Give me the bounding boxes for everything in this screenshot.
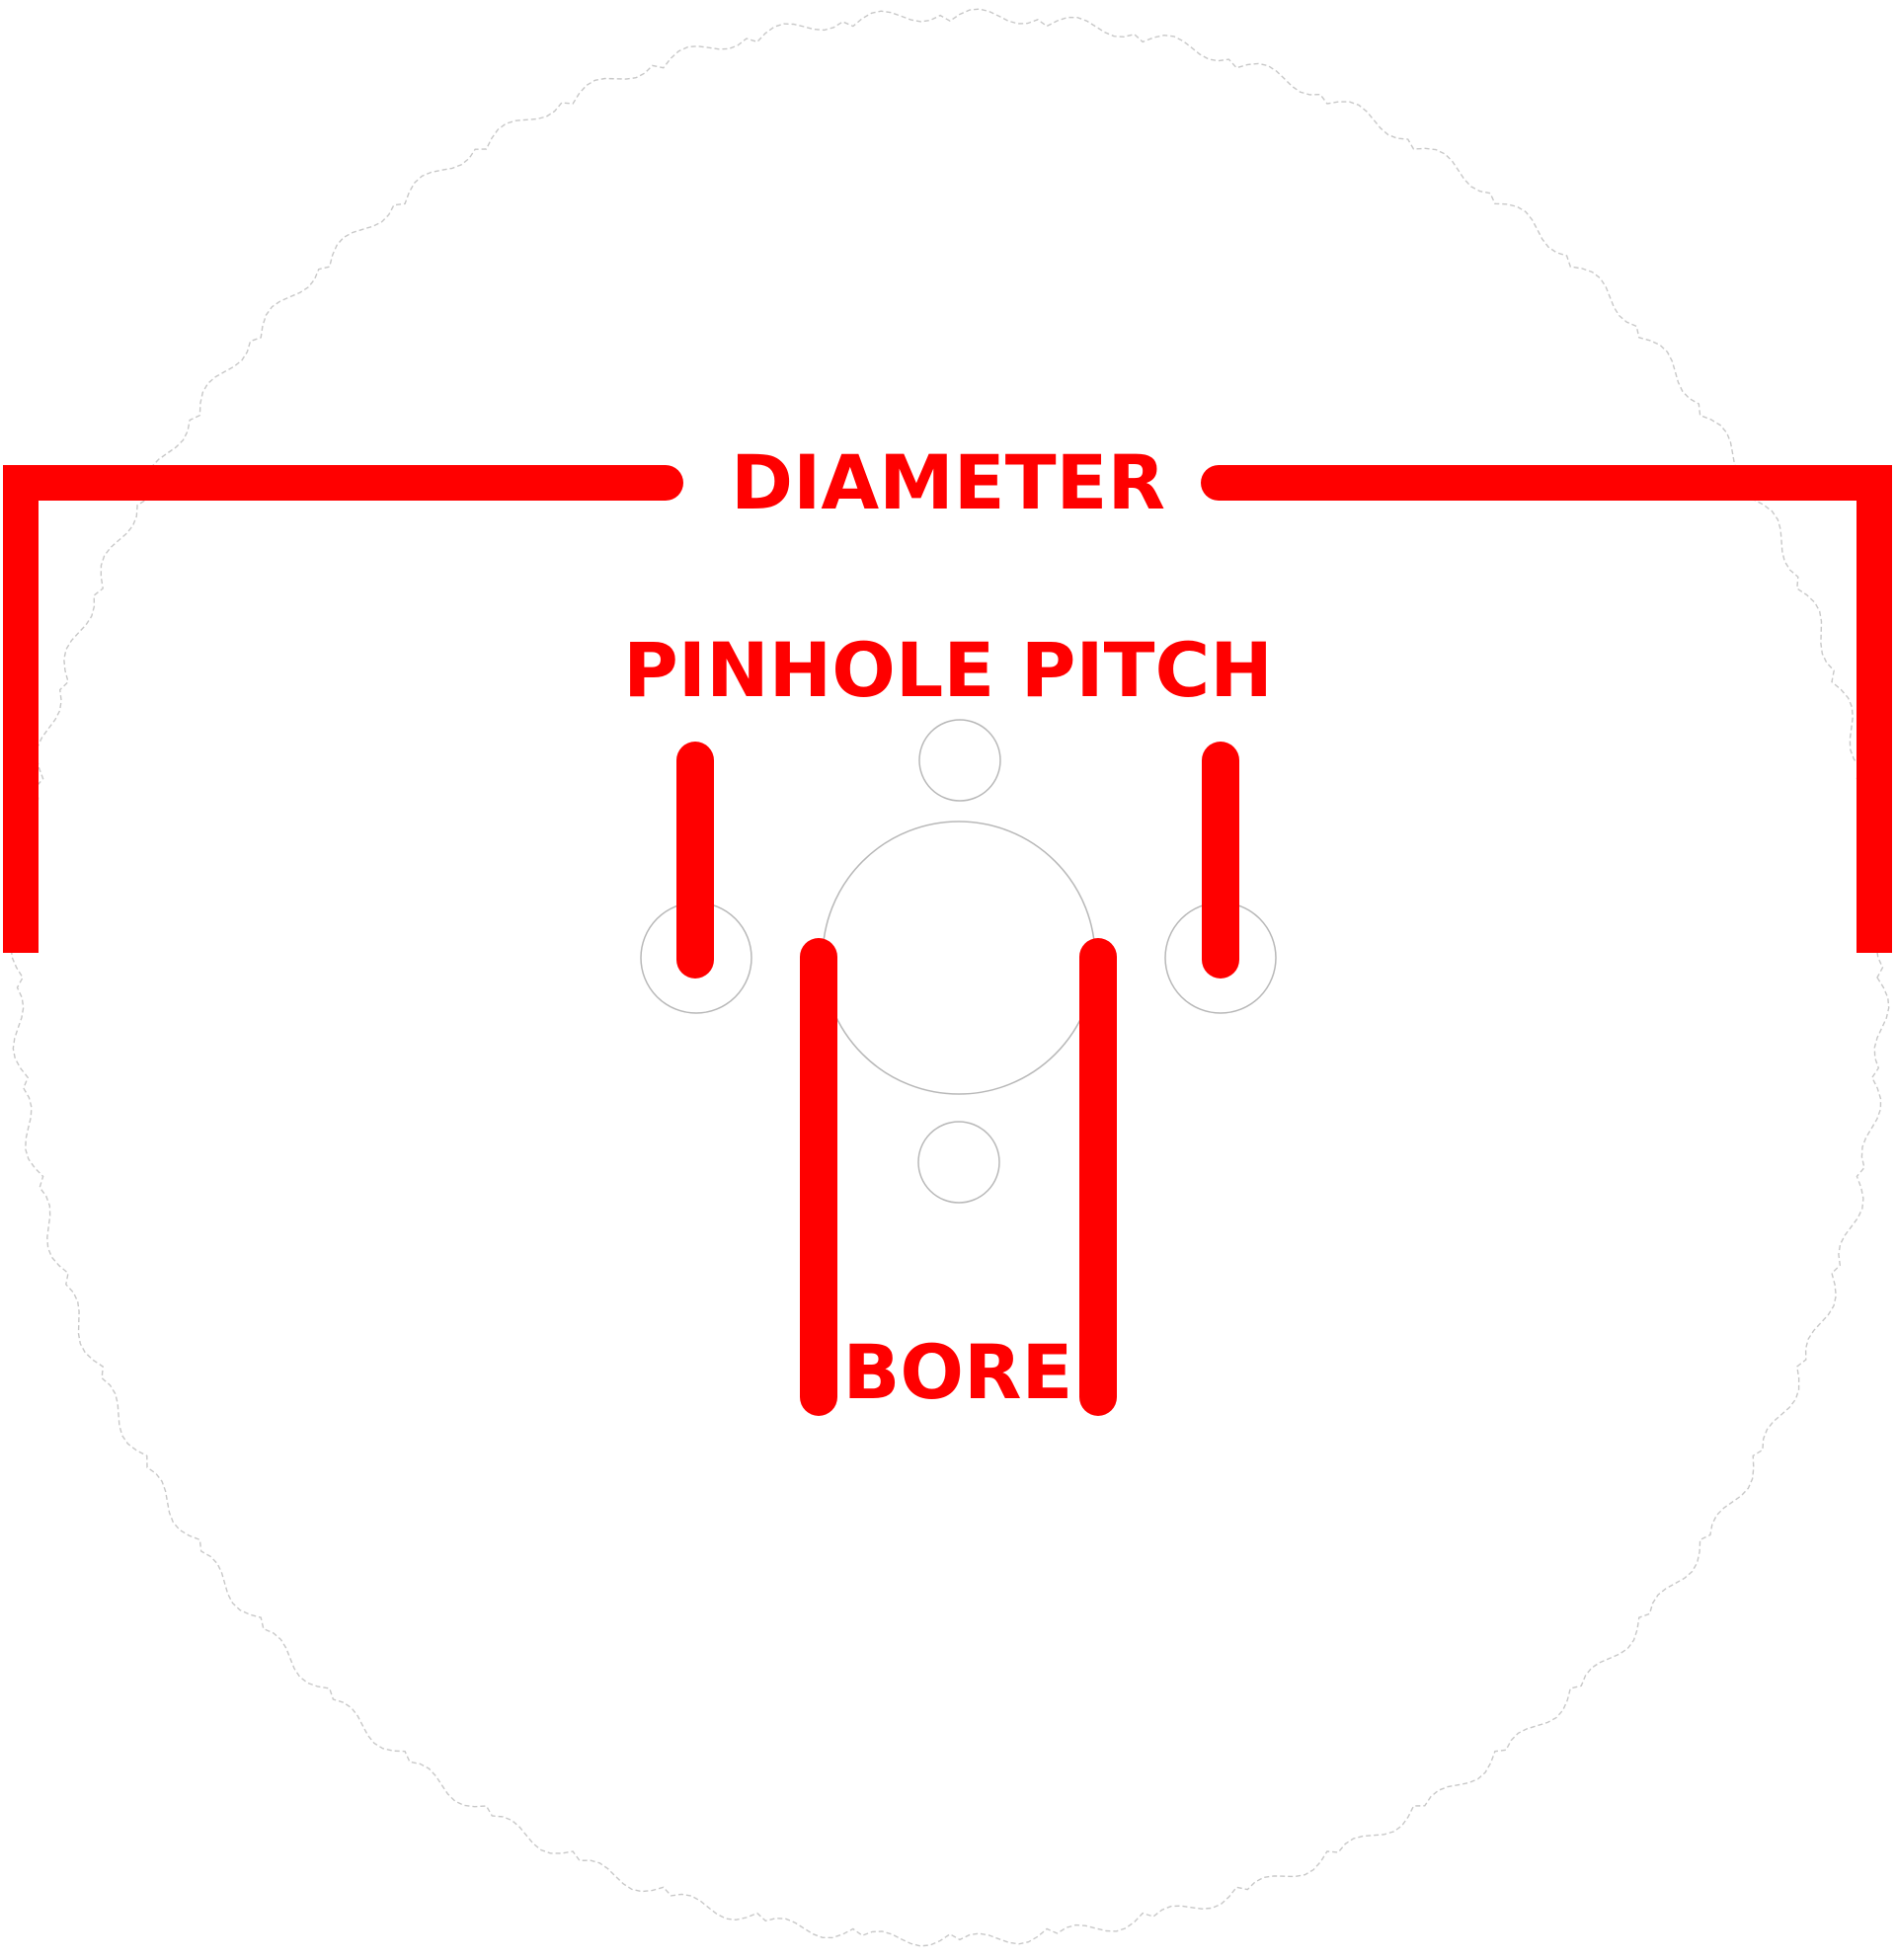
bore-label: BORE [843,1328,1073,1416]
diameter-bracket-cap-right [1201,465,1236,501]
diameter-bracket-cap-left [648,465,683,501]
pinhole-bottom [917,1121,1000,1204]
saw-blade-outline [10,8,1890,1947]
diameter-bracket-right [1219,465,1892,953]
diameter-label: DIAMETER [731,438,1165,526]
diameter-bracket-left [3,465,666,953]
pinhole-top [918,719,1001,802]
pinhole-pitch-label: PINHOLE PITCH [623,626,1273,714]
diameter-bracket [3,465,1892,953]
bore-hole [822,821,1096,1095]
